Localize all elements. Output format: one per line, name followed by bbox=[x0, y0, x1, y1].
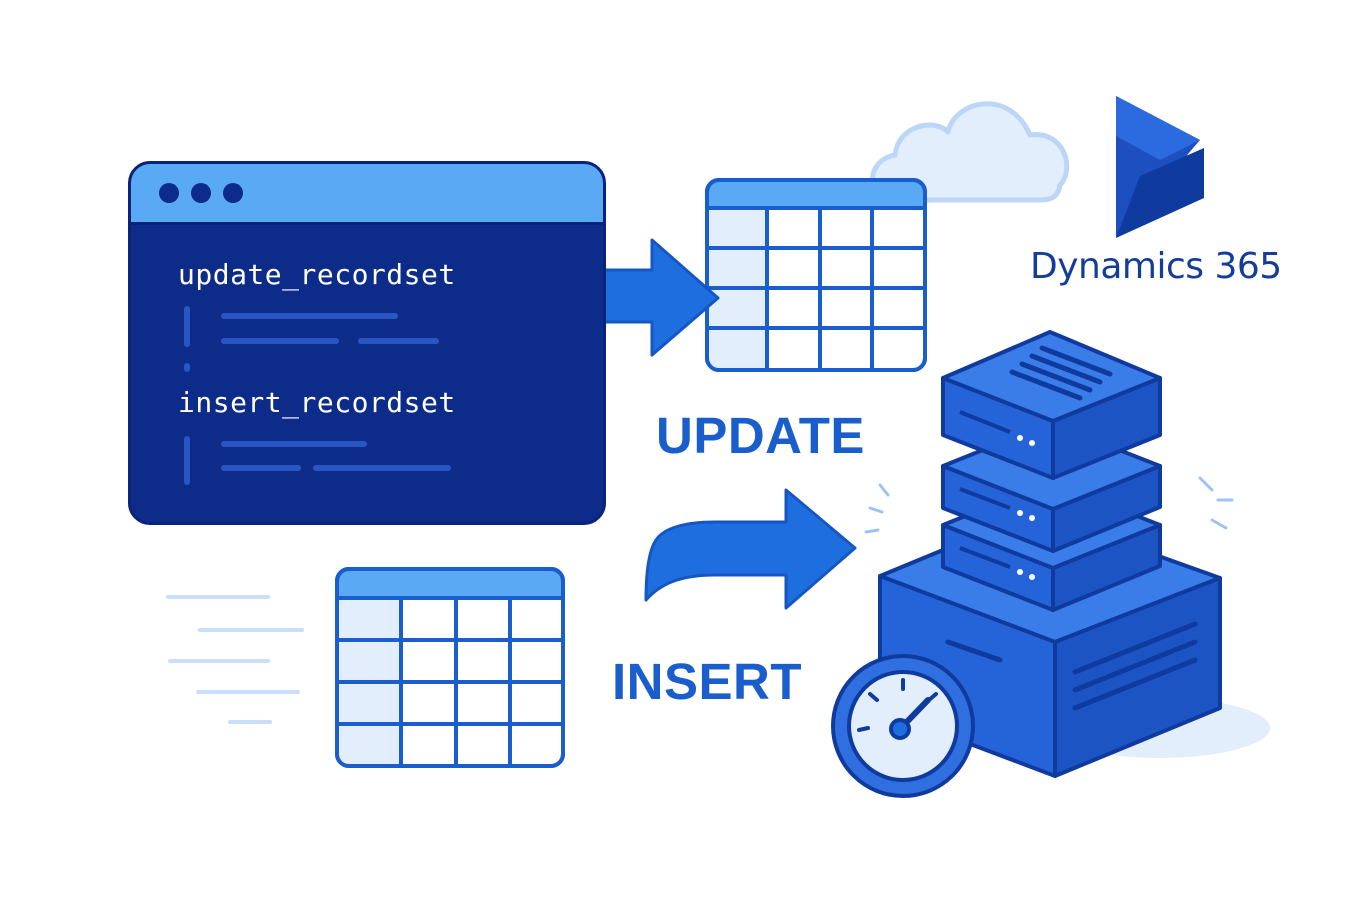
window-dot-icon bbox=[191, 183, 211, 203]
arrow-icon-insert bbox=[644, 488, 857, 610]
code-placeholder-lines bbox=[184, 306, 451, 485]
dynamics-logo-icon bbox=[1116, 96, 1204, 238]
code-line-update: update_recordset bbox=[178, 258, 456, 291]
table-icon-update bbox=[705, 178, 927, 372]
window-dot-icon bbox=[159, 183, 179, 203]
insert-label: INSERT bbox=[612, 653, 803, 710]
cloud-icon bbox=[870, 101, 1070, 203]
table-icon-insert bbox=[335, 567, 565, 768]
sparkle-lines bbox=[864, 476, 1234, 534]
update-label: UPDATE bbox=[656, 407, 865, 464]
code-line-insert: insert_recordset bbox=[178, 386, 456, 419]
window-dot-icon bbox=[223, 183, 243, 203]
motion-lines bbox=[166, 595, 304, 724]
server-stack-icon bbox=[941, 330, 1162, 612]
brand-name: Dynamics 365 bbox=[1030, 246, 1282, 287]
code-editor-window: update_recordset insert_recordset bbox=[128, 161, 606, 525]
server-base-icon bbox=[878, 510, 1270, 778]
speedometer-icon bbox=[831, 654, 975, 798]
window-titlebar bbox=[131, 164, 603, 225]
